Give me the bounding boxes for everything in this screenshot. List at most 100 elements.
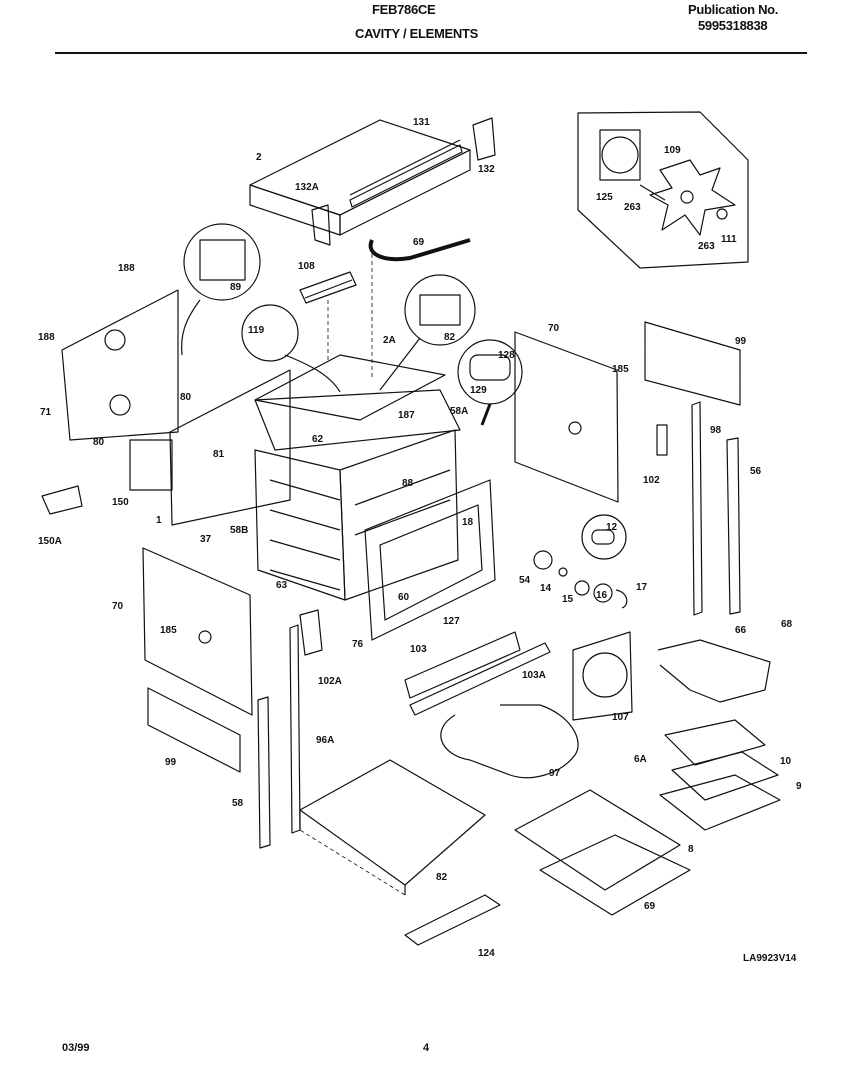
fan-inset xyxy=(577,111,749,269)
part-label: 66 xyxy=(735,625,747,636)
part-label: 132A xyxy=(295,182,319,193)
part-label: 69 xyxy=(644,901,656,912)
oven-cavity xyxy=(169,369,461,601)
part-label: 6A xyxy=(634,754,647,765)
strip-part xyxy=(289,624,301,834)
part-label: 58A xyxy=(450,406,468,417)
part-label: 63 xyxy=(276,580,288,591)
part-label: 150A xyxy=(38,536,62,547)
bracket-part xyxy=(311,204,331,246)
part-label: 16 xyxy=(596,590,608,601)
rear-panel-part xyxy=(514,331,619,503)
part-label: 14 xyxy=(540,583,552,594)
strip-part xyxy=(257,696,271,849)
oven-rack-part xyxy=(514,789,691,916)
part-label: 263 xyxy=(624,202,641,213)
part-label: 99 xyxy=(735,336,747,347)
part-label: 60 xyxy=(398,592,410,603)
side-panel-part xyxy=(142,547,253,716)
publication-label: Publication No. xyxy=(688,2,779,17)
transformer-part xyxy=(129,439,173,491)
part-label: 37 xyxy=(200,534,212,545)
part-label: 187 xyxy=(398,410,415,421)
part-label: 103A xyxy=(522,670,546,681)
part-label: 80 xyxy=(180,392,192,403)
part-label: 129 xyxy=(470,385,487,396)
part-label: 2 xyxy=(256,152,262,163)
part-label: 56 xyxy=(750,466,762,477)
element-part xyxy=(299,271,357,304)
part-label: 185 xyxy=(612,364,629,375)
fan-housing-part xyxy=(572,631,633,721)
part-label: 70 xyxy=(112,601,124,612)
vent-part xyxy=(404,631,521,699)
bracket-part xyxy=(644,321,741,406)
part-label: 9 xyxy=(796,781,802,792)
part-label: 111 xyxy=(721,234,737,245)
part-label: 18 xyxy=(462,517,474,528)
part-label: 127 xyxy=(443,616,460,627)
part-label: 131 xyxy=(413,117,430,128)
page-number: 4 xyxy=(423,1042,430,1054)
header-rule xyxy=(55,52,807,54)
drawer-part xyxy=(404,894,501,946)
part-label: 107 xyxy=(612,712,629,723)
part-label: 188 xyxy=(118,263,135,274)
part-label: 17 xyxy=(636,582,648,593)
part-labels: 131 2 132 132A 69 108 89 188 188 71 80 8… xyxy=(38,117,802,959)
part-label: 89 xyxy=(230,282,242,293)
part-label: 185 xyxy=(160,625,177,636)
part-label: 68 xyxy=(781,619,793,630)
part-label: 125 xyxy=(596,192,613,203)
footer-date: 03/99 xyxy=(62,1042,90,1054)
part-label: 132 xyxy=(478,164,495,175)
top-cover-part xyxy=(249,119,471,236)
bracket-part xyxy=(656,424,668,456)
door-frame-part xyxy=(364,479,496,641)
strip-part xyxy=(726,437,741,615)
part-label: 108 xyxy=(298,261,315,272)
part-label: 263 xyxy=(698,241,715,252)
part-label: 58B xyxy=(230,525,248,536)
inset-circle-119 xyxy=(241,304,341,393)
part-label: 62 xyxy=(312,434,324,445)
lamp-parts xyxy=(533,550,628,609)
broiler-pan-part xyxy=(659,719,781,831)
inset-circle-82 xyxy=(379,274,476,391)
model-number: FEB786CE xyxy=(372,2,436,17)
part-label: 102 xyxy=(643,475,660,486)
bracket-part xyxy=(472,117,496,161)
side-panel-part xyxy=(61,289,179,441)
part-label: 82 xyxy=(444,332,456,343)
part-label: 69 xyxy=(413,237,425,248)
part-label: 82 xyxy=(436,872,448,883)
trim-part xyxy=(409,642,551,716)
part-label: 71 xyxy=(40,407,52,418)
part-label: 80 xyxy=(93,437,105,448)
part-label: 97 xyxy=(549,768,561,779)
section-title: CAVITY / ELEMENTS xyxy=(355,26,478,41)
part-label: 54 xyxy=(519,575,531,586)
part-label: 124 xyxy=(478,948,495,959)
part-label: 12 xyxy=(606,522,618,533)
part-label: 99 xyxy=(165,757,177,768)
part-label: 70 xyxy=(548,323,560,334)
bottom-panel-part xyxy=(299,759,486,895)
bracket-part xyxy=(147,687,241,773)
part-label: 119 xyxy=(248,325,265,336)
tube-part xyxy=(368,238,471,261)
part-label: 76 xyxy=(352,639,364,650)
part-label: 81 xyxy=(213,449,225,460)
part-label: 103 xyxy=(410,644,427,655)
bracket-part xyxy=(41,485,83,515)
part-label: 15 xyxy=(562,594,574,605)
part-label: 8 xyxy=(688,844,694,855)
strip-part xyxy=(691,401,703,616)
part-label: 58 xyxy=(232,798,244,809)
part-label: 188 xyxy=(38,332,55,343)
part-label: 102A xyxy=(318,676,342,687)
inset-circle-89 xyxy=(180,223,261,356)
publication-number: 5995318838 xyxy=(698,18,768,33)
top-plate-part xyxy=(254,354,446,421)
part-label: 10 xyxy=(780,756,792,767)
